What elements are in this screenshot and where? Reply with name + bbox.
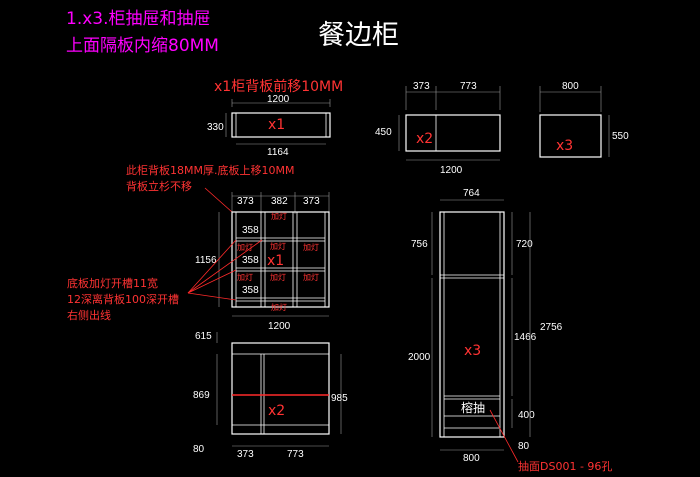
- dim-x3e-top-width: 764: [463, 188, 480, 199]
- label-x2-elev: x2: [268, 403, 285, 419]
- dim-x2e-a: 373: [237, 449, 254, 460]
- dim-x2-b: 773: [460, 81, 477, 92]
- dim-x2e-right-height: 985: [331, 393, 348, 404]
- light-label-7: 加灯: [303, 272, 319, 282]
- dim-x1e-a: 373: [237, 196, 254, 207]
- note-groove-line1: 底板加灯开槽11宽: [67, 276, 158, 290]
- header-note-line1: 1.x3.柜抽屉和抽屉: [66, 9, 211, 29]
- x2-plan-view: 373 773 x2 450 1200: [375, 81, 501, 176]
- page-title: 餐边柜: [318, 20, 399, 51]
- dim-x1e-width: 1200: [268, 321, 291, 332]
- light-label-4: 加灯: [303, 242, 319, 252]
- dim-x1e-shelf3: 358: [242, 285, 259, 296]
- dim-x1e-shelf2: 358: [242, 255, 259, 266]
- label-x1-elev: x1: [267, 253, 284, 269]
- dim-x3e-foot: 80: [518, 441, 530, 452]
- light-label-6: 加灯: [270, 272, 286, 282]
- dim-x1-inner: 1164: [267, 147, 289, 158]
- light-label-8: 加灯: [271, 302, 287, 312]
- x2-elevation-view: 615 x2 869 985 80 373 773: [193, 331, 348, 460]
- dim-x2-a: 373: [413, 81, 430, 92]
- light-label-5: 加灯: [237, 272, 253, 282]
- dim-x3e-lower-right: 1466: [514, 332, 537, 343]
- note-handle: 抽面DS001 - 96孔: [518, 459, 612, 473]
- x3-plan-view: 800 x3 550: [539, 81, 629, 158]
- light-label-1: 加灯: [271, 211, 287, 221]
- dim-x3e-upper-right: 720: [516, 239, 533, 250]
- dim-x3e-lower-left: 2000: [408, 352, 431, 363]
- dim-x2-width: 1200: [440, 165, 463, 176]
- dim-x2e-b: 773: [287, 449, 304, 460]
- dim-x3e-upper-left: 756: [411, 239, 428, 250]
- dim-x2-height: 450: [375, 127, 392, 138]
- dim-x1-width: 1200: [267, 94, 290, 105]
- label-x3-elev: x3: [464, 343, 481, 359]
- light-label-3: 加灯: [270, 241, 286, 251]
- dim-x1e-c: 373: [303, 196, 320, 207]
- dim-x1e-shelf1: 358: [242, 225, 259, 236]
- dim-x3-top-height: 550: [612, 131, 629, 142]
- dim-x3e-total: 2756: [540, 322, 563, 333]
- label-x3-top: x3: [556, 138, 573, 154]
- note-backboard-line1: 此柜背板18MM厚.底板上移10MM: [126, 163, 294, 177]
- label-x2-top: x2: [416, 131, 433, 147]
- dim-x1e-b: 382: [271, 196, 288, 207]
- light-label-2: 加灯: [237, 242, 253, 252]
- dim-x1-depth: 330: [207, 122, 224, 133]
- dim-x3-top-width: 800: [562, 81, 579, 92]
- dim-x1e-height: 1156: [195, 255, 217, 266]
- note-x1-back: x1柜背板前移10MM: [214, 78, 343, 95]
- drawer-label: 榕抽: [461, 400, 485, 415]
- x1-elevation-view: 此柜背板18MM厚.底板上移10MM 背板立杉不移 373 382 373 35…: [67, 163, 330, 332]
- note-backboard-line2: 背板立杉不移: [126, 179, 192, 193]
- dim-x2e-height: 869: [193, 390, 210, 401]
- note-groove-line3: 右侧出线: [67, 308, 111, 322]
- x1-plan-view: x1柜背板前移10MM 1200 x1 330 1164: [207, 78, 343, 158]
- dim-x3e-drawer: 400: [518, 410, 535, 421]
- x3-elevation-view: 764 榕抽 x3 756 720 2000 1466 400 2756 80 …: [408, 188, 612, 473]
- label-x1-top: x1: [268, 117, 285, 133]
- note-groove-line2: 12深离背板100深开槽: [67, 292, 179, 306]
- dim-x3e-bottom-width: 800: [463, 453, 480, 464]
- header-note-line2: 上面隔板内缩80MM: [66, 36, 219, 56]
- dim-x2e-foot: 80: [193, 444, 205, 455]
- dim-x2e-gap: 615: [195, 331, 212, 342]
